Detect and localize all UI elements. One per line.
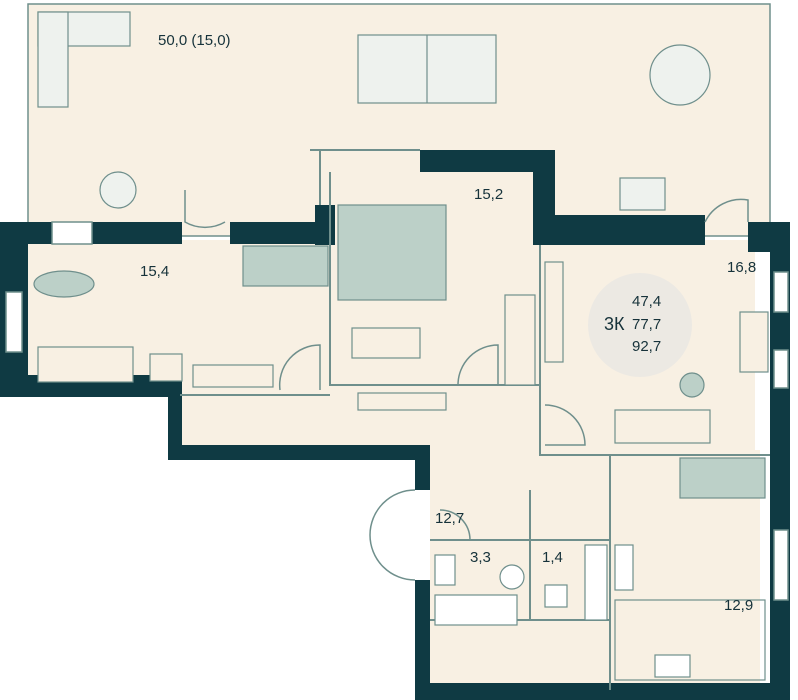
wc-area-label: 1,4 <box>542 549 563 566</box>
table-terrace <box>99 171 137 209</box>
bed-double <box>337 204 447 301</box>
bed-single <box>242 245 329 287</box>
apartment-type: 3К <box>604 314 625 334</box>
hall-floor-2 <box>430 440 610 690</box>
room-area-label: 16,8 <box>727 259 757 276</box>
kitchen-area-label: 12,9 <box>724 597 754 614</box>
hall-area-label: 12,7 <box>435 510 465 527</box>
bathroom-area-label: 3,3 <box>470 549 491 566</box>
living-area-label: 15,4 <box>140 263 170 280</box>
sofa-room <box>614 409 711 444</box>
terrace-area-label: 50,0 (15,0) <box>158 32 231 49</box>
doors <box>184 190 749 581</box>
interior-walls <box>180 149 770 690</box>
summary-badge: 47,4 3К 77,7 92,7 <box>588 273 692 377</box>
kitchen-counter <box>614 599 766 681</box>
apartment-area: 77,7 <box>632 316 662 333</box>
bathtub <box>434 594 518 626</box>
total-area: 92,7 <box>632 338 662 355</box>
windows <box>5 221 789 601</box>
living-area-total: 47,4 <box>632 293 662 310</box>
sofa-living <box>37 346 134 383</box>
bedroom-area-label: 15,2 <box>474 186 504 203</box>
furniture <box>33 11 769 681</box>
dining-table <box>679 457 766 499</box>
